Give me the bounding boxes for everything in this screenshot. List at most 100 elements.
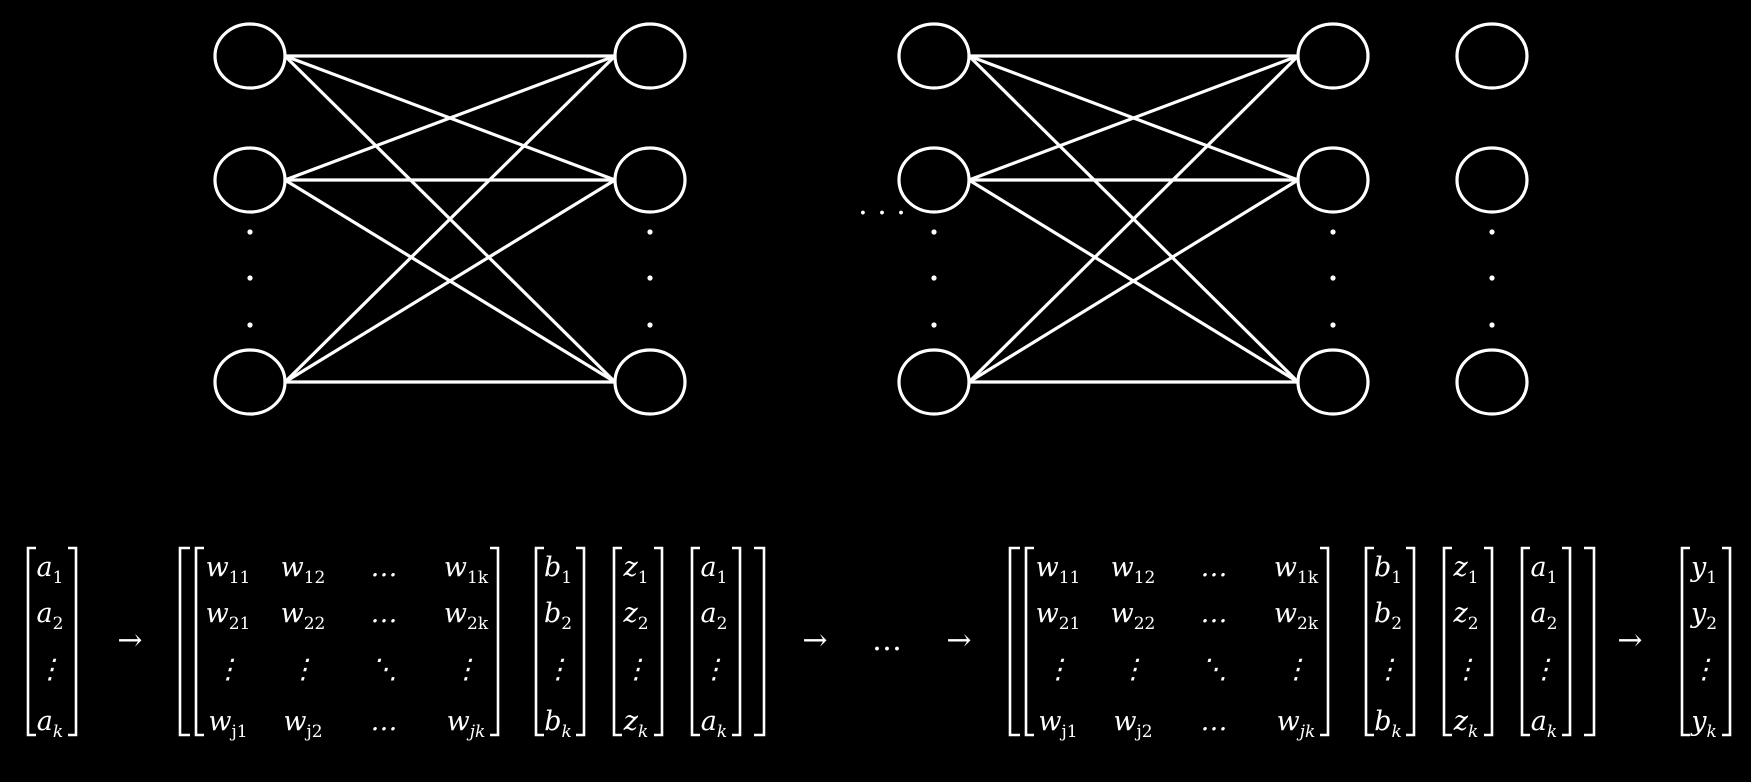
svg-text:b2: b2	[544, 598, 572, 634]
neuron-node	[1455, 348, 1529, 416]
neural-network-diagram: . . .	[213, 22, 1529, 416]
vertical-ellipsis-dot	[247, 275, 253, 281]
weight-matrix-1-entry: wj2	[283, 706, 322, 742]
weight-matrix-1-entry: ⋮	[290, 654, 317, 685]
input-vector-entry: a1	[37, 552, 64, 588]
connection-line	[283, 54, 617, 384]
weight-matrix-1-entry: w12	[281, 552, 326, 588]
connections-3-4	[967, 54, 1300, 384]
svg-text:⋮: ⋮	[37, 654, 64, 685]
weight-matrix-2-entry: ⋱	[1201, 654, 1228, 685]
weight-matrix-2-entry: w22	[1111, 598, 1156, 634]
weight-matrix-1-entry: wjk	[447, 706, 486, 742]
vertical-ellipsis-dot	[647, 322, 653, 328]
connection-line	[968, 178, 1299, 384]
a-vector-1-entry: a1	[701, 552, 728, 588]
svg-text:w22: w22	[281, 598, 326, 634]
a-vector-2-entry: a1	[1531, 552, 1558, 588]
vertical-ellipsis-dot	[1330, 229, 1336, 235]
z-vector-1-left-bracket	[612, 546, 622, 737]
svg-text:wjk: wjk	[447, 706, 486, 742]
z-vector-1-entry: ⋮	[623, 654, 650, 685]
neuron-node	[613, 146, 687, 214]
weight-matrix-1-entry: wj1	[208, 706, 247, 742]
weight-matrix-1-entry: w2k	[444, 598, 489, 634]
vertical-ellipsis-dot	[931, 322, 937, 328]
svg-text:z2: z2	[622, 598, 648, 634]
svg-text:w22: w22	[1111, 598, 1156, 634]
svg-text:w2k: w2k	[444, 598, 489, 634]
bias-vector-1-entry: b2	[544, 598, 572, 634]
svg-text:a2: a2	[1531, 598, 1558, 634]
svg-text:⋮: ⋮	[545, 654, 572, 685]
neuron-node	[613, 348, 687, 416]
layer-1	[213, 22, 287, 416]
bias-vector-1-entry: b1	[544, 552, 572, 588]
svg-text:wj2: wj2	[1113, 706, 1152, 742]
svg-text:⋮: ⋮	[1453, 654, 1480, 685]
svg-text:…: …	[1201, 552, 1228, 583]
svg-text:z1: z1	[622, 552, 648, 588]
weight-matrix-1-entry: w21	[206, 598, 251, 634]
neuron-node	[1296, 146, 1370, 214]
arrow-3: →	[946, 623, 971, 658]
svg-text:b1: b1	[1374, 552, 1402, 588]
output-vector-right-bracket	[1722, 546, 1732, 737]
svg-text:yk: yk	[1690, 706, 1717, 742]
layer-4	[1296, 22, 1370, 416]
svg-text:z1: z1	[1452, 552, 1478, 588]
a-vector-1-entry: ⋮	[701, 654, 728, 685]
weight-matrix-2-entry: w1k	[1274, 552, 1319, 588]
weight-matrix-1-entry: ⋮	[215, 654, 242, 685]
svg-text:ak: ak	[701, 706, 727, 742]
svg-text:zk: zk	[623, 706, 649, 742]
svg-text:w21: w21	[1036, 598, 1081, 634]
neuron-node	[213, 146, 287, 214]
z-vector-1-entry: zk	[623, 706, 649, 742]
vertical-ellipsis-dot	[1330, 275, 1336, 281]
connection-line	[967, 54, 1300, 384]
vertical-ellipsis-dot	[931, 275, 937, 281]
bias-vector-2-entry: ⋮	[1375, 654, 1402, 685]
weight-matrix-2-entry: w21	[1036, 598, 1081, 634]
weight-matrix-2-entry: w2k	[1274, 598, 1319, 634]
arrow-4: →	[1617, 623, 1642, 658]
svg-text:⋮: ⋮	[1120, 654, 1147, 685]
weight-matrix-2-entry: ⋮	[1283, 654, 1310, 685]
svg-text:b2: b2	[1374, 598, 1402, 634]
bias-vector-2-left-bracket	[1364, 546, 1374, 737]
connection-line	[968, 54, 1299, 182]
vertical-ellipsis-dot	[1489, 322, 1495, 328]
a-vector-1-left-bracket	[690, 546, 700, 737]
svg-text:wjk: wjk	[1277, 706, 1316, 742]
layer-block-2-left-bracket	[1008, 546, 1020, 737]
svg-text:…: …	[371, 598, 398, 629]
bias-vector-1-right-bracket	[576, 546, 586, 737]
vertical-ellipsis-dot	[931, 229, 937, 235]
bias-vector-2-right-bracket	[1406, 546, 1416, 737]
vertical-ellipsis-dot	[1489, 275, 1495, 281]
connections-1-2	[283, 54, 617, 384]
z-vector-1-entry: z1	[622, 552, 648, 588]
weight-matrix-1-entry: …	[371, 706, 398, 737]
vertical-ellipsis-dot	[1330, 322, 1336, 328]
weight-matrix-2-entry: wjk	[1277, 706, 1316, 742]
svg-text:w11: w11	[206, 552, 251, 588]
vertical-ellipsis-dot	[647, 229, 653, 235]
svg-text:⋮: ⋮	[1691, 654, 1718, 685]
weight-matrix-1-entry: w22	[281, 598, 326, 634]
layers-ellipsis: . . .	[858, 187, 906, 222]
neuron-node	[1296, 348, 1370, 416]
connection-line	[284, 54, 616, 182]
svg-text:w2k: w2k	[1274, 598, 1319, 634]
input-vector-entry: ⋮	[37, 654, 64, 685]
bias-vector-1-entry: bk	[544, 706, 572, 742]
arrow-2: →	[802, 623, 827, 658]
output-vector-entry: ⋮	[1691, 654, 1718, 685]
a-vector-2-left-bracket	[1520, 546, 1530, 737]
output-vector-entry: y1	[1690, 552, 1717, 588]
neuron-node	[897, 22, 971, 90]
neuron-node	[897, 348, 971, 416]
neuron-node	[897, 146, 971, 214]
layer-block-1-left-bracket	[178, 546, 190, 737]
